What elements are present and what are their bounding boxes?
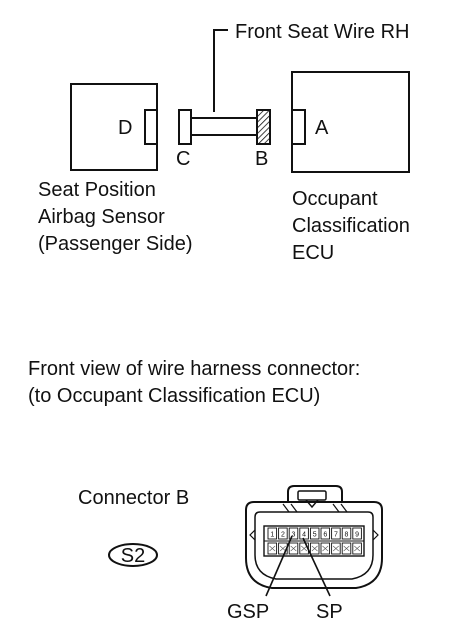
connector-title: Connector B	[78, 487, 189, 509]
pin-cavity	[288, 527, 299, 540]
connector-housing-outer	[245, 501, 383, 589]
pin-number: 1	[270, 532, 274, 539]
ecu-name-line-3: ECU	[292, 242, 334, 264]
pin-number: 4	[302, 532, 306, 539]
caption-line-2: (to Occupant Classification ECU)	[28, 385, 320, 407]
pin-number: 6	[323, 532, 327, 539]
pin-cavity	[352, 527, 362, 540]
connector-code: S2	[121, 545, 145, 567]
sensor-connector-d	[144, 109, 158, 145]
gsp-leader-line	[265, 535, 293, 597]
pin-number: 3	[292, 532, 296, 539]
wire-connector-b	[256, 109, 271, 145]
pin-cavity	[341, 527, 352, 540]
pin-cavity-mark	[290, 545, 297, 552]
pin-cavity-mark	[301, 545, 308, 552]
pin-number: 5	[313, 532, 317, 539]
pin-cavity-mark	[354, 545, 361, 552]
connector-lock-latch	[297, 490, 327, 501]
sp-leader-line	[302, 537, 331, 597]
pin-cavity	[320, 527, 331, 540]
pin-cavity-mark	[279, 545, 286, 552]
pin-number: 8	[345, 532, 349, 539]
wire-connector-c-label: C	[176, 148, 190, 170]
ecu-connector-label: A	[315, 117, 329, 139]
pin-cavity-mark	[332, 545, 339, 552]
pin-callouts: GSP SP	[227, 535, 343, 623]
sensor-name-line-3: (Passenger Side)	[38, 233, 193, 255]
pin-number: 7	[334, 532, 338, 539]
gsp-label: GSP	[227, 601, 269, 623]
connector-code-ellipse	[108, 543, 158, 567]
connector-face	[245, 485, 383, 589]
pin-number: 2	[281, 532, 285, 539]
sp-label: SP	[316, 601, 343, 623]
ecu-box	[291, 71, 410, 173]
sensor-component: D	[70, 83, 158, 171]
wire-label: Front Seat Wire RH	[235, 21, 409, 43]
wire-connector-c	[178, 109, 192, 145]
pin-cavity	[267, 527, 278, 540]
caption-line-1: Front view of wire harness connector:	[28, 358, 360, 380]
connector-caption: Front view of wire harness connector: (t…	[28, 358, 360, 407]
pin-cavity-mark	[322, 545, 329, 552]
pin-row-bottom	[267, 542, 362, 555]
connector-housing-inner	[254, 511, 374, 580]
pin-number: 9	[355, 532, 359, 539]
ecu-connector-a	[291, 109, 306, 145]
connector-rib-left	[282, 503, 298, 513]
ecu-name-line-1: Occupant	[292, 188, 378, 210]
sensor-name-line-1: Seat Position	[38, 179, 156, 201]
connector-rib-right	[332, 503, 348, 513]
ecu-component: A	[291, 71, 410, 173]
connector-side-clip-right	[372, 529, 379, 541]
sensor-connector-label: D	[118, 117, 132, 139]
ecu-name-line-2: Classification	[292, 215, 410, 237]
wire-leader-line	[213, 29, 228, 112]
sensor-name-line-2: Airbag Sensor	[38, 206, 165, 228]
pin-cavity-mark	[269, 545, 276, 552]
connector-code-badge: S2	[108, 543, 158, 567]
connector-side-clip-left	[249, 529, 256, 541]
pin-cavity-mark	[311, 545, 318, 552]
sensor-name: Seat Position Airbag Sensor (Passenger S…	[38, 179, 193, 255]
ecu-name: Occupant Classification ECU	[292, 188, 410, 264]
pin-cavity	[331, 527, 341, 540]
pin-cavity	[309, 527, 320, 540]
front-seat-wire: C B	[176, 109, 271, 170]
pin-cavity	[278, 527, 288, 540]
connector-lock-tab	[287, 485, 343, 502]
pin-cavity-mark	[343, 545, 350, 552]
wire-label-group: Front Seat Wire RH	[213, 21, 409, 112]
wire-connector-b-label: B	[255, 148, 268, 170]
